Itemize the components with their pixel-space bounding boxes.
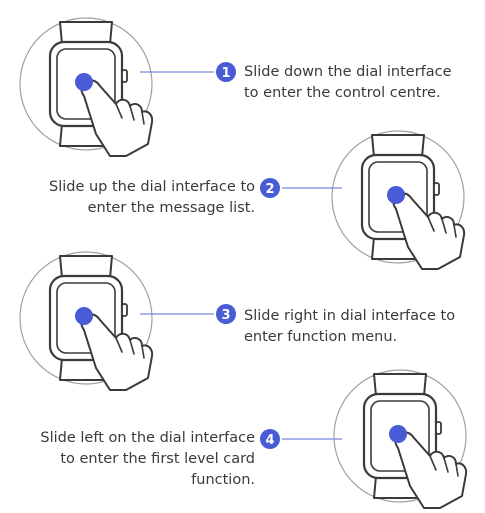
touch-point (75, 73, 93, 91)
touch-point (75, 307, 93, 325)
step-1-badge: 1 (216, 62, 236, 82)
step-1-line-2: to enter the control centre. (244, 85, 441, 101)
step-4-text: Slide left on the dial interface to ente… (40, 428, 255, 491)
step-1-text: Slide down the dial interface to enter t… (244, 62, 452, 104)
step-2-illustration (330, 129, 466, 271)
step-1-line-1: Slide down the dial interface (244, 64, 452, 80)
step-3-badge: 3 (216, 304, 236, 324)
step-3-line-1: Slide right in dial interface to (244, 308, 456, 324)
step-4-line-3: function. (191, 472, 255, 488)
step-4-badge: 4 (260, 429, 280, 449)
touch-point (387, 186, 405, 204)
step-4-number: 4 (265, 433, 274, 448)
touch-point (389, 425, 407, 443)
step-2-line-2: enter the message list. (87, 200, 255, 216)
step-4-illustration (332, 368, 468, 510)
step-2-line-1: Slide up the dial interface to (49, 179, 255, 195)
step-1-illustration (18, 16, 154, 158)
step-3-text: Slide right in dial interface to enter f… (244, 306, 455, 348)
step-2-text: Slide up the dial interface to enter the… (49, 177, 255, 219)
step-4-line-1: Slide left on the dial interface (40, 430, 255, 446)
step-3-line-2: enter function menu. (244, 329, 398, 345)
step-2-badge: 2 (260, 178, 280, 198)
step-1-number: 1 (221, 66, 230, 81)
step-3-number: 3 (221, 308, 230, 323)
step-3-illustration (18, 250, 154, 392)
step-2-number: 2 (265, 182, 274, 197)
step-4-line-2: to enter the first level card (60, 451, 255, 467)
